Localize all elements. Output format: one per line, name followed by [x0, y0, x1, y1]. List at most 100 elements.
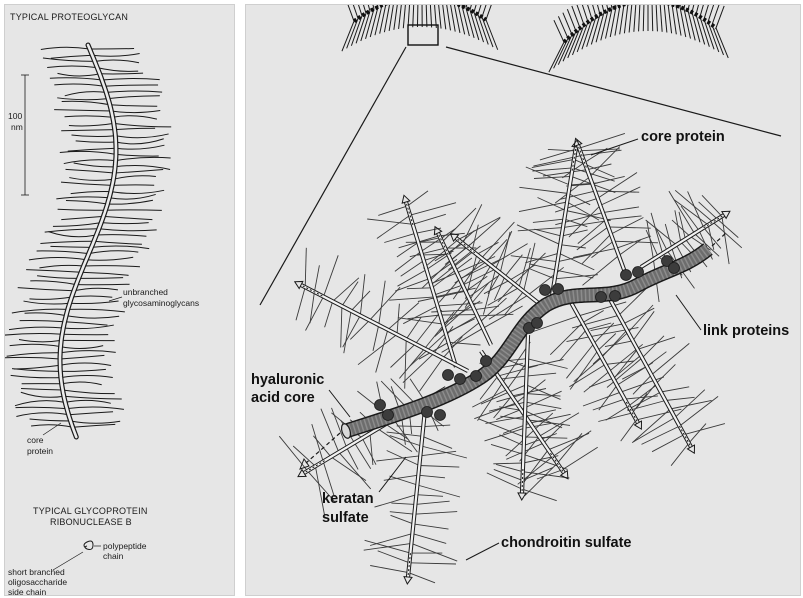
gag-chain [510, 265, 536, 280]
gag-chain [116, 145, 164, 149]
gag-chain [45, 229, 99, 232]
gag-chain [30, 281, 76, 285]
gag-chain [60, 369, 106, 371]
gag-chain [99, 229, 157, 231]
core-protein-label-line1: core [27, 436, 44, 446]
gag-chain [73, 424, 116, 427]
overview-chain [692, 12, 700, 42]
gag-chain [86, 257, 133, 260]
gag-chain [583, 392, 621, 406]
gag-chain [115, 166, 170, 170]
gag-chain [95, 60, 139, 63]
gag-chain [108, 96, 160, 99]
link-protein [633, 267, 644, 278]
gag-chain [12, 309, 68, 313]
gag-chain [656, 364, 675, 383]
gag-chain [63, 390, 115, 394]
gag-chain [365, 540, 411, 553]
gag-chain [401, 261, 424, 277]
link-protein [532, 318, 543, 329]
gag-chain [65, 322, 108, 325]
gag-chain [665, 224, 671, 248]
gag-chain [621, 420, 637, 441]
gag-chain [595, 191, 639, 192]
gag-chain [71, 421, 121, 423]
link-protein [435, 410, 446, 421]
gag-chain [599, 385, 617, 410]
gag-chain [21, 388, 63, 390]
gag-chain [331, 457, 366, 481]
gag-chain [21, 392, 64, 397]
link-protein [553, 284, 564, 295]
gag-chain [306, 297, 324, 331]
gag-chain [573, 248, 616, 257]
gag-chain [64, 160, 116, 164]
gag-chain [538, 198, 566, 211]
gag-chain [584, 371, 610, 392]
overview-chain [355, 5, 362, 16]
glycoprotein-icon [84, 541, 93, 550]
gag-chain [111, 190, 164, 193]
gag-chain [15, 407, 66, 408]
overview-chain [486, 5, 494, 20]
gag-chain [47, 66, 97, 68]
gag-chain [397, 242, 418, 257]
gag-chain [387, 451, 420, 466]
gag-chain [633, 409, 670, 442]
gag-chain [583, 256, 619, 286]
gag-chain [29, 297, 71, 299]
link-protein [375, 400, 386, 411]
gag-chain [378, 551, 410, 563]
gag-chain [305, 248, 306, 287]
gag-chain [61, 346, 104, 349]
overview-chain [688, 10, 695, 40]
overview-chain [417, 5, 418, 27]
gag-chain [486, 416, 526, 423]
gag-chain [116, 157, 171, 160]
gag-chain [60, 355, 104, 359]
gag-chain [370, 434, 373, 466]
overview-chain [634, 5, 636, 32]
link-protein [383, 410, 394, 421]
gag-chain [608, 227, 651, 228]
gag-chain [109, 194, 155, 199]
gag-chain [43, 58, 95, 61]
gag-chain [64, 396, 122, 399]
gag-chain [60, 363, 111, 365]
glycoprotein-title: TYPICAL GLYCOPROTEIN [33, 506, 148, 516]
gag-chain [529, 264, 556, 270]
gag-chain [416, 228, 442, 233]
link-protein [596, 292, 607, 303]
gag-chain [480, 298, 506, 322]
gag-chain [68, 309, 125, 312]
gag-chain [79, 278, 124, 279]
gag-chain [15, 401, 65, 406]
gag-chain [532, 159, 574, 167]
gag-chain [582, 234, 611, 264]
gag-chain [65, 400, 111, 403]
gag-chain [397, 426, 424, 427]
gag-chain [66, 316, 119, 319]
gag-chain [391, 503, 415, 504]
gag-chain [569, 205, 600, 237]
overview-chain [668, 5, 672, 33]
overview-chain [399, 5, 402, 29]
gag-chain [39, 265, 83, 268]
overview-chain [568, 28, 580, 58]
gag-chain [325, 301, 333, 327]
keratan-label-line1: keratan [322, 491, 374, 507]
gag-chain [84, 266, 140, 267]
gag-chain [116, 139, 164, 144]
scale-bar-unit: nm [11, 123, 23, 133]
gag-label-line2: glycosaminoglycans [123, 299, 199, 309]
gag-chain [5, 334, 62, 336]
gag-chain [442, 208, 476, 242]
gag-chain [494, 469, 523, 480]
gag-chain [96, 235, 146, 237]
core-protein-arrowhead [404, 577, 412, 584]
gag-chain [416, 495, 443, 497]
side-chain-label-line3: side chain [8, 588, 46, 596]
overview-chain [652, 5, 653, 31]
gag-chain [81, 272, 129, 275]
gag-chain [647, 221, 653, 259]
